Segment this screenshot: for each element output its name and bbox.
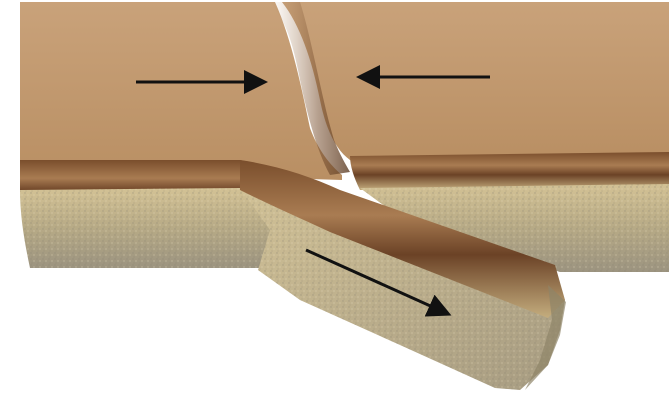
right-plate-crust-band xyxy=(350,152,669,190)
right-plate-surface xyxy=(282,2,669,160)
